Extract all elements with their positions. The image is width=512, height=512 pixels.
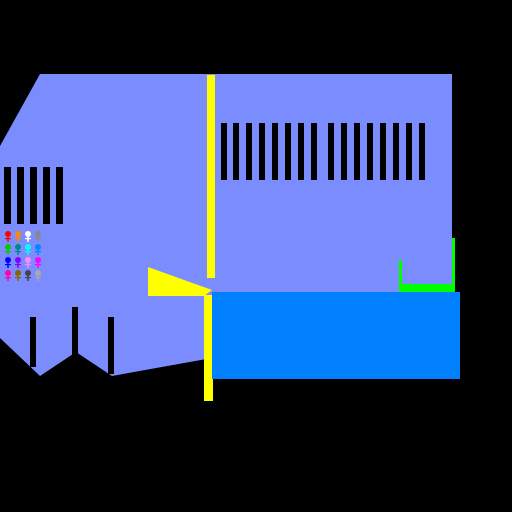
key-icon: [25, 270, 31, 281]
key-icon: [25, 244, 31, 255]
water-pool: [212, 292, 460, 379]
key-icon: [5, 244, 11, 255]
key-icon: [25, 231, 31, 242]
key-icons: [5, 231, 41, 281]
key-icon: [15, 231, 21, 242]
door-lower[interactable]: [204, 295, 213, 401]
floor-area: [0, 74, 452, 376]
key-icon: [35, 257, 41, 268]
key-icon: [35, 244, 41, 255]
key-icon: [25, 257, 31, 268]
key-icon: [15, 257, 21, 268]
vent-slats-left: [4, 167, 63, 224]
key-icon: [5, 270, 11, 281]
key-icon: [5, 231, 11, 242]
exit-marker[interactable]: [399, 238, 455, 292]
door-upper[interactable]: [207, 75, 215, 278]
key-icon: [5, 257, 11, 268]
pillars: [30, 307, 114, 374]
vent-slats-right: [221, 123, 425, 180]
player-wedge[interactable]: [148, 267, 212, 296]
key-icon: [15, 270, 21, 281]
key-icon: [35, 270, 41, 281]
key-icon: [15, 244, 21, 255]
key-icon: [35, 231, 41, 242]
